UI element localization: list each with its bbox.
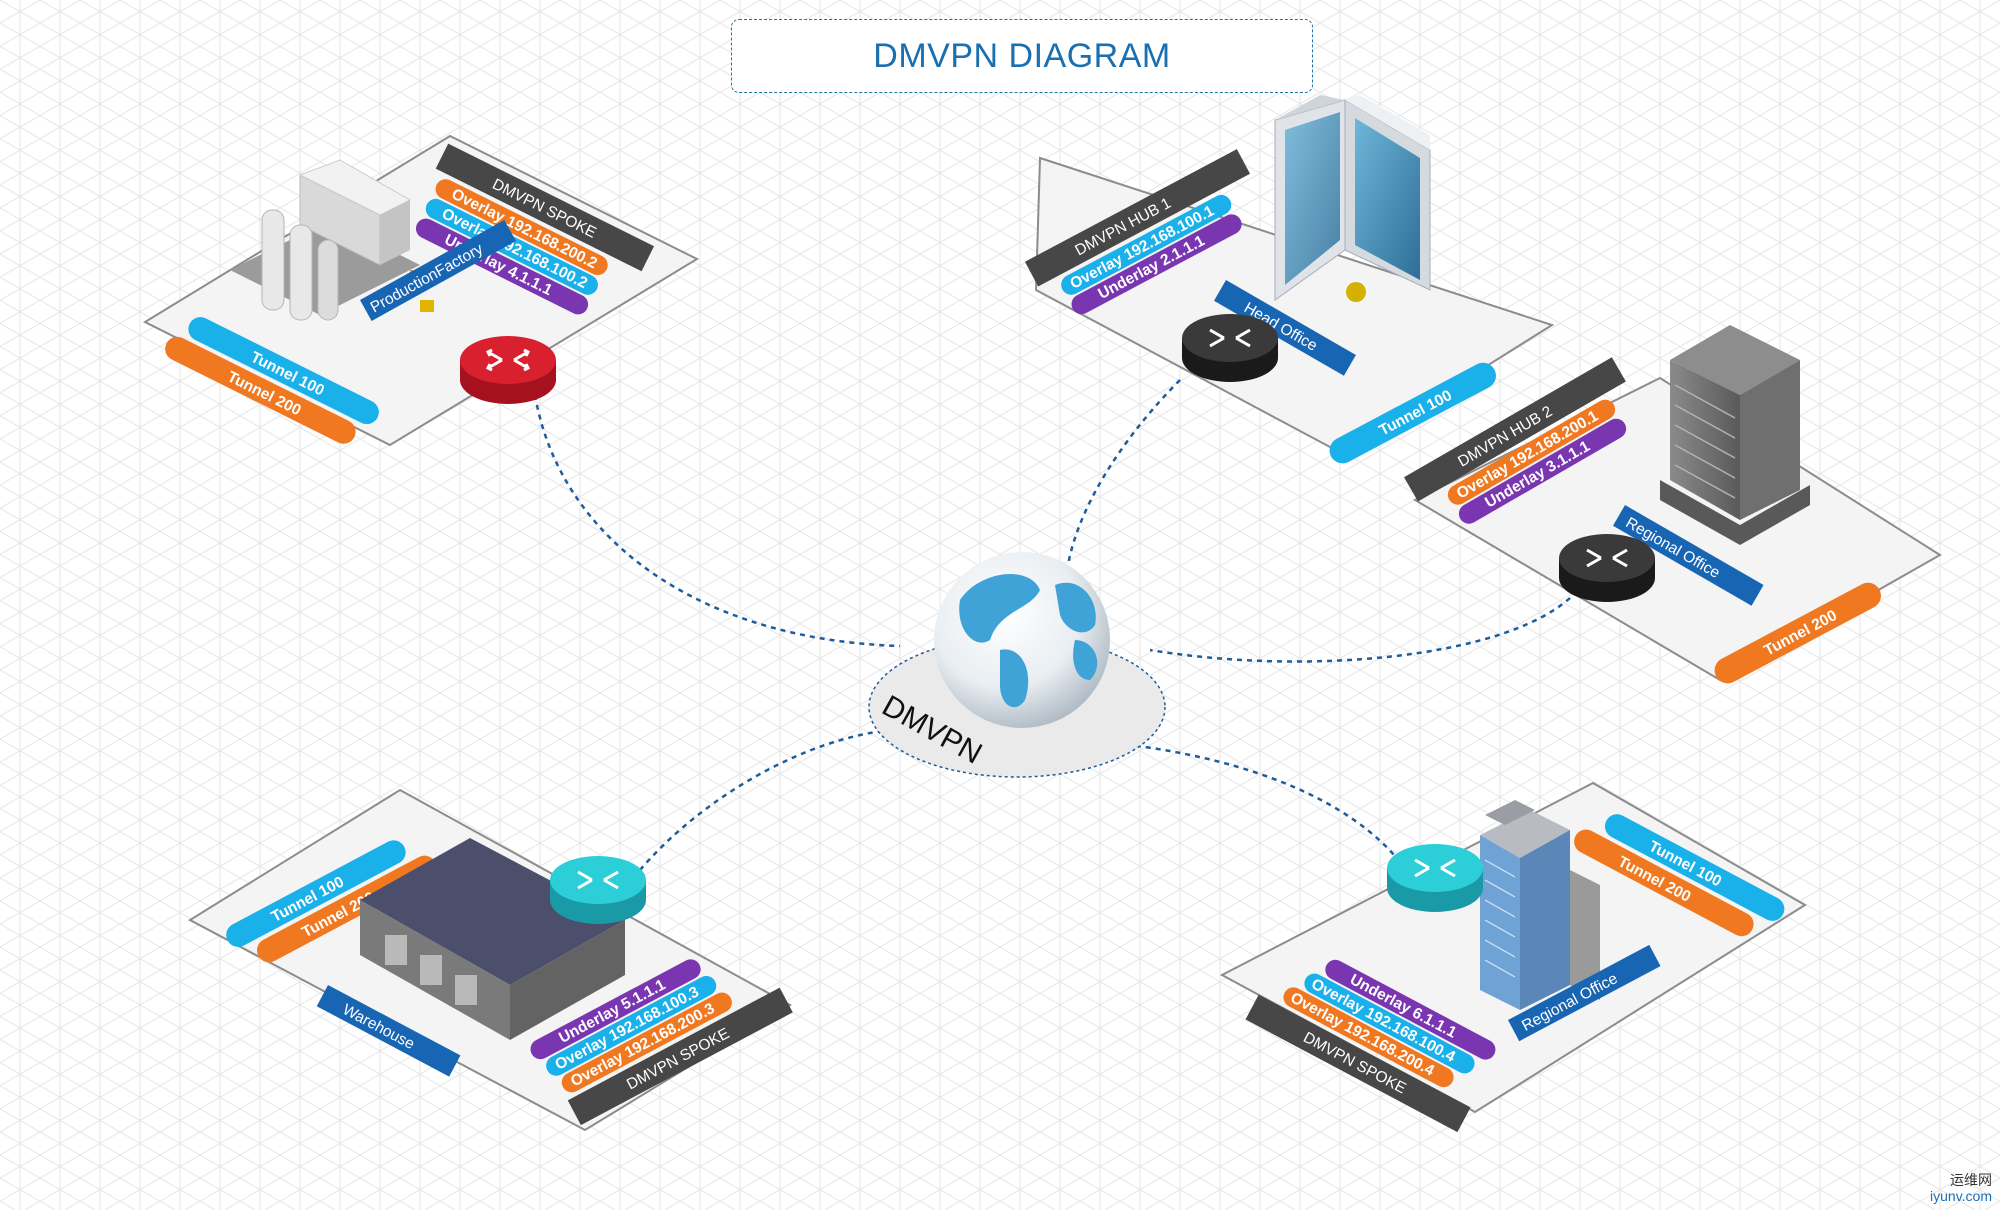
regional-router[interactable]: [1387, 844, 1483, 912]
factory-icon: [230, 159, 434, 321]
office-tower-icon: [1660, 325, 1810, 545]
warehouse-icon: [360, 838, 625, 1040]
site-regional: Tunnel 100 Tunnel 200 Regional Office Un…: [1219, 781, 1807, 1133]
site-hub2: DMVPN HUB 2 Overlay 192.168.200.1 Underl…: [1404, 325, 1942, 684]
factory-underlay-tag: [415, 218, 589, 315]
hub2-role-tag: [1404, 357, 1626, 502]
hub1-router[interactable]: [1182, 314, 1278, 382]
hub2-name-tag: [1613, 505, 1764, 606]
site-factory: DMVPN SPOKE Overlay 192.168.200.2 Overla…: [142, 134, 700, 447]
hub1-underlay-tag: [1071, 214, 1242, 315]
router-arrows-icon: [1586, 548, 1628, 568]
hub2-tunnel-tag: [1714, 582, 1881, 684]
link-regional: [1129, 743, 1401, 863]
warehouse-router[interactable]: [550, 856, 646, 924]
factory-overlay1-tag: [435, 179, 608, 276]
warehouse-overlay1-tag: [546, 975, 717, 1076]
regional-overlay1-tag: [1304, 973, 1475, 1074]
factory-tunnel100-tag: [188, 317, 379, 425]
watermark-cn: 运维网: [1950, 1172, 1992, 1189]
regional-role-tag: [1245, 994, 1471, 1133]
connection-links: [533, 379, 1571, 871]
title-box: DMVPN DIAGRAM: [731, 19, 1313, 93]
page-title: DMVPN DIAGRAM: [873, 36, 1171, 75]
watermark-url: iyunv.com: [1930, 1187, 1992, 1204]
router-arrows-icon: [1209, 328, 1251, 348]
factory-role-tag: [435, 143, 655, 272]
regional-underlay-tag: [1325, 959, 1496, 1060]
office-building-icon: [1480, 800, 1600, 1010]
warehouse-role-tag: [567, 987, 793, 1126]
site-hub1: DMVPN HUB 1 Overlay 192.168.100.1 Underl…: [1024, 95, 1555, 464]
factory-tunnel200-tag: [165, 336, 356, 444]
hub1-tunnel-tag: [1329, 362, 1496, 464]
globe-icon: [934, 552, 1110, 728]
router-arrows-icon: [1414, 858, 1456, 878]
regional-tunnel100-tag: [1604, 814, 1785, 921]
hub1-overlay-tag: [1061, 194, 1232, 295]
link-hub2: [1149, 597, 1571, 663]
hub1-role-tag: [1024, 149, 1251, 287]
factory-name-tag: [360, 220, 516, 321]
regional-name-tag: [1508, 944, 1661, 1042]
warehouse-underlay-tag: [530, 959, 701, 1060]
warehouse-name-tag: [316, 985, 461, 1077]
factory-router[interactable]: [460, 336, 556, 404]
hub2-overlay-tag: [1447, 399, 1616, 505]
factory-overlay2-tag: [425, 198, 598, 295]
warehouse-overlay2-tag: [561, 992, 732, 1093]
regional-tunnel200-tag: [1574, 829, 1754, 937]
dmvpn-cloud: DMVPN: [868, 552, 1166, 778]
warehouse-tunnel100-tag: [226, 840, 406, 947]
router-arrows-icon: [485, 348, 531, 372]
site-warehouse: Tunnel 100 Tunnel 200 Warehouse Underlay…: [187, 788, 793, 1132]
link-factory: [533, 394, 901, 648]
router-arrows-icon: [577, 870, 619, 890]
hub1-name-tag: [1214, 280, 1356, 376]
watermark: 运维网 iyunv.com: [1930, 1172, 1992, 1204]
skyscraper-icon: [1274, 95, 1431, 302]
regional-overlay2-tag: [1283, 987, 1454, 1088]
link-hub1: [1066, 379, 1181, 566]
hub2-underlay-tag: [1458, 418, 1627, 524]
hub2-router[interactable]: [1559, 534, 1655, 602]
